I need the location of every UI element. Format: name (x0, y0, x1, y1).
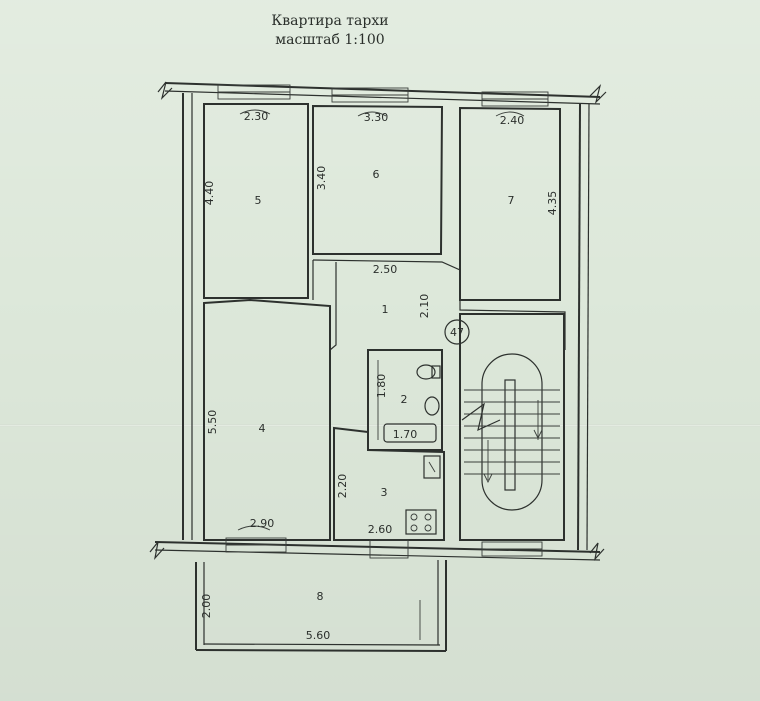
dim-r2-height: 1.80 (375, 374, 388, 399)
stair-marker (444, 319, 470, 345)
stove-icon (405, 509, 437, 535)
room-4-label: 4 (259, 422, 266, 435)
room-1-outline (312, 259, 566, 350)
room-7-outline (459, 106, 561, 301)
room-6-label: 6 (373, 168, 380, 181)
room-7-label: 7 (508, 194, 515, 207)
room-2-label: 2 (401, 393, 408, 406)
stairwell-outline (459, 313, 565, 541)
dim-r8-height: 2.00 (200, 594, 213, 619)
dim-r3-width: 2.60 (368, 523, 393, 536)
room-3-label: 3 (381, 486, 388, 499)
outer-walls (149, 81, 607, 561)
windows-bottom (225, 537, 543, 559)
dim-r3-height: 2.20 (336, 474, 349, 499)
bathtub-icon (383, 423, 437, 443)
room-5-outline (203, 103, 309, 299)
sink-icon (424, 396, 440, 416)
room-1-label: 1 (382, 303, 389, 316)
dim-r8-width: 5.60 (306, 629, 331, 642)
dim-r6-height: 3.40 (315, 166, 328, 191)
door-marks (237, 109, 525, 531)
dim-bath: 1.70 (393, 428, 418, 441)
plan-title: Квартира тархи масштаб 1:100 (230, 12, 430, 50)
dim-r5-width: 2.30 (244, 110, 269, 123)
plan-scale: масштаб 1:100 (275, 32, 385, 48)
dim-r4-width: 2.90 (250, 517, 275, 530)
room-3-outline (333, 426, 445, 541)
room-5-label: 5 (255, 194, 262, 207)
toilet-icon (416, 364, 441, 380)
windows-top (217, 84, 549, 107)
stair-marker-label: 47 (450, 326, 464, 339)
room-6-outline (312, 104, 444, 255)
dim-r5-height: 4.40 (203, 181, 216, 206)
dim-r4-height: 5.50 (206, 410, 219, 435)
dim-r6-width: 3.30 (364, 111, 389, 124)
room-8-outline (195, 560, 447, 652)
staircase (461, 353, 560, 511)
room-8-label: 8 (317, 590, 324, 603)
dim-r7-height: 4.35 (546, 191, 559, 216)
plan-title-line1: Квартира тархи (271, 13, 389, 29)
dim-r1-height: 2.10 (418, 294, 431, 319)
paper-fold (0, 424, 760, 427)
dim-r1-width: 2.50 (373, 263, 398, 276)
dim-r7-width: 2.40 (500, 114, 525, 127)
kitchen-sink-icon (423, 455, 441, 479)
room-4-outline (203, 298, 331, 541)
